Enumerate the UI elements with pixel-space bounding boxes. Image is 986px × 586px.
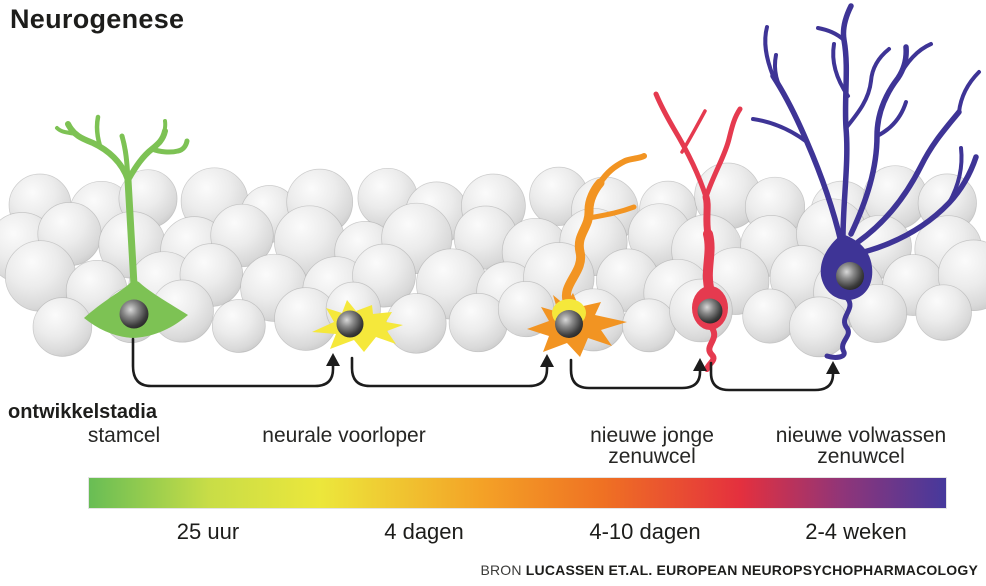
early-progenitor-nucleus — [336, 310, 364, 338]
source-prefix: BRON — [480, 562, 522, 578]
stage-label-neurale-voorloper: neurale voorloper — [262, 424, 426, 447]
mature-neuron-nucleus — [836, 262, 864, 290]
transition-arrow-2-head — [540, 354, 554, 367]
early-progenitor-cell — [312, 300, 403, 352]
transition-arrow-3-head — [693, 358, 707, 371]
source-line: BRON LUCASSEN ET.AL. EUROPEAN NEUROPSYCH… — [480, 562, 978, 578]
granule-cell — [32, 297, 93, 357]
transition-arrow-4-head — [826, 361, 840, 374]
granule-cell — [742, 288, 798, 344]
transition-arrow-4 — [709, 361, 835, 392]
transition-arrow-1-head — [326, 353, 340, 366]
late-progenitor-nucleus — [555, 310, 583, 338]
late-progenitor-cell — [527, 153, 647, 357]
duration-label-stamcel: 25 uur — [176, 519, 240, 544]
stage-label-stamcel: stamcel — [87, 424, 161, 447]
granule-cell — [211, 299, 266, 353]
stem-cell — [55, 114, 190, 338]
page-title: Neurogenese — [10, 4, 185, 34]
timeline-gradient-bar — [88, 477, 947, 509]
granule-cell-layer — [0, 162, 986, 358]
granule-cell — [789, 296, 850, 358]
duration-label-neurale-voorloper: 4 dagen — [384, 519, 464, 544]
stage-transition-arrows — [131, 337, 840, 392]
stage-label-nieuwe-jonge-zenuwcel: nieuwe jonge zenuwcel — [590, 424, 714, 468]
development-stages-axis-label: ontwikkelstadia — [8, 401, 157, 423]
granule-cell — [448, 293, 508, 353]
mature-neuron-cell — [751, 3, 981, 360]
stage-label-nieuwe-volwassen-zenuwcel: nieuwe volwassen zenuwcel — [775, 424, 947, 468]
granule-cell — [622, 298, 676, 353]
duration-label-jonge-zenuwcel: 4-10 dagen — [589, 519, 701, 544]
transition-arrow-2 — [350, 356, 549, 388]
transition-arrow-1 — [131, 337, 335, 388]
neurogenesis-illustration — [0, 3, 986, 392]
granule-cell — [915, 284, 972, 341]
stem-cell-nucleus — [119, 299, 149, 329]
transition-arrow-3 — [569, 358, 702, 390]
duration-label-volwassen-zenuwcel: 2-4 weken — [805, 519, 907, 544]
young-neuron-nucleus — [697, 298, 723, 324]
young-neuron-cell — [653, 91, 743, 372]
granule-cell — [386, 293, 447, 354]
source-citation: LUCASSEN ET.AL. EUROPEAN NEUROPSYCHOPHAR… — [525, 562, 978, 578]
